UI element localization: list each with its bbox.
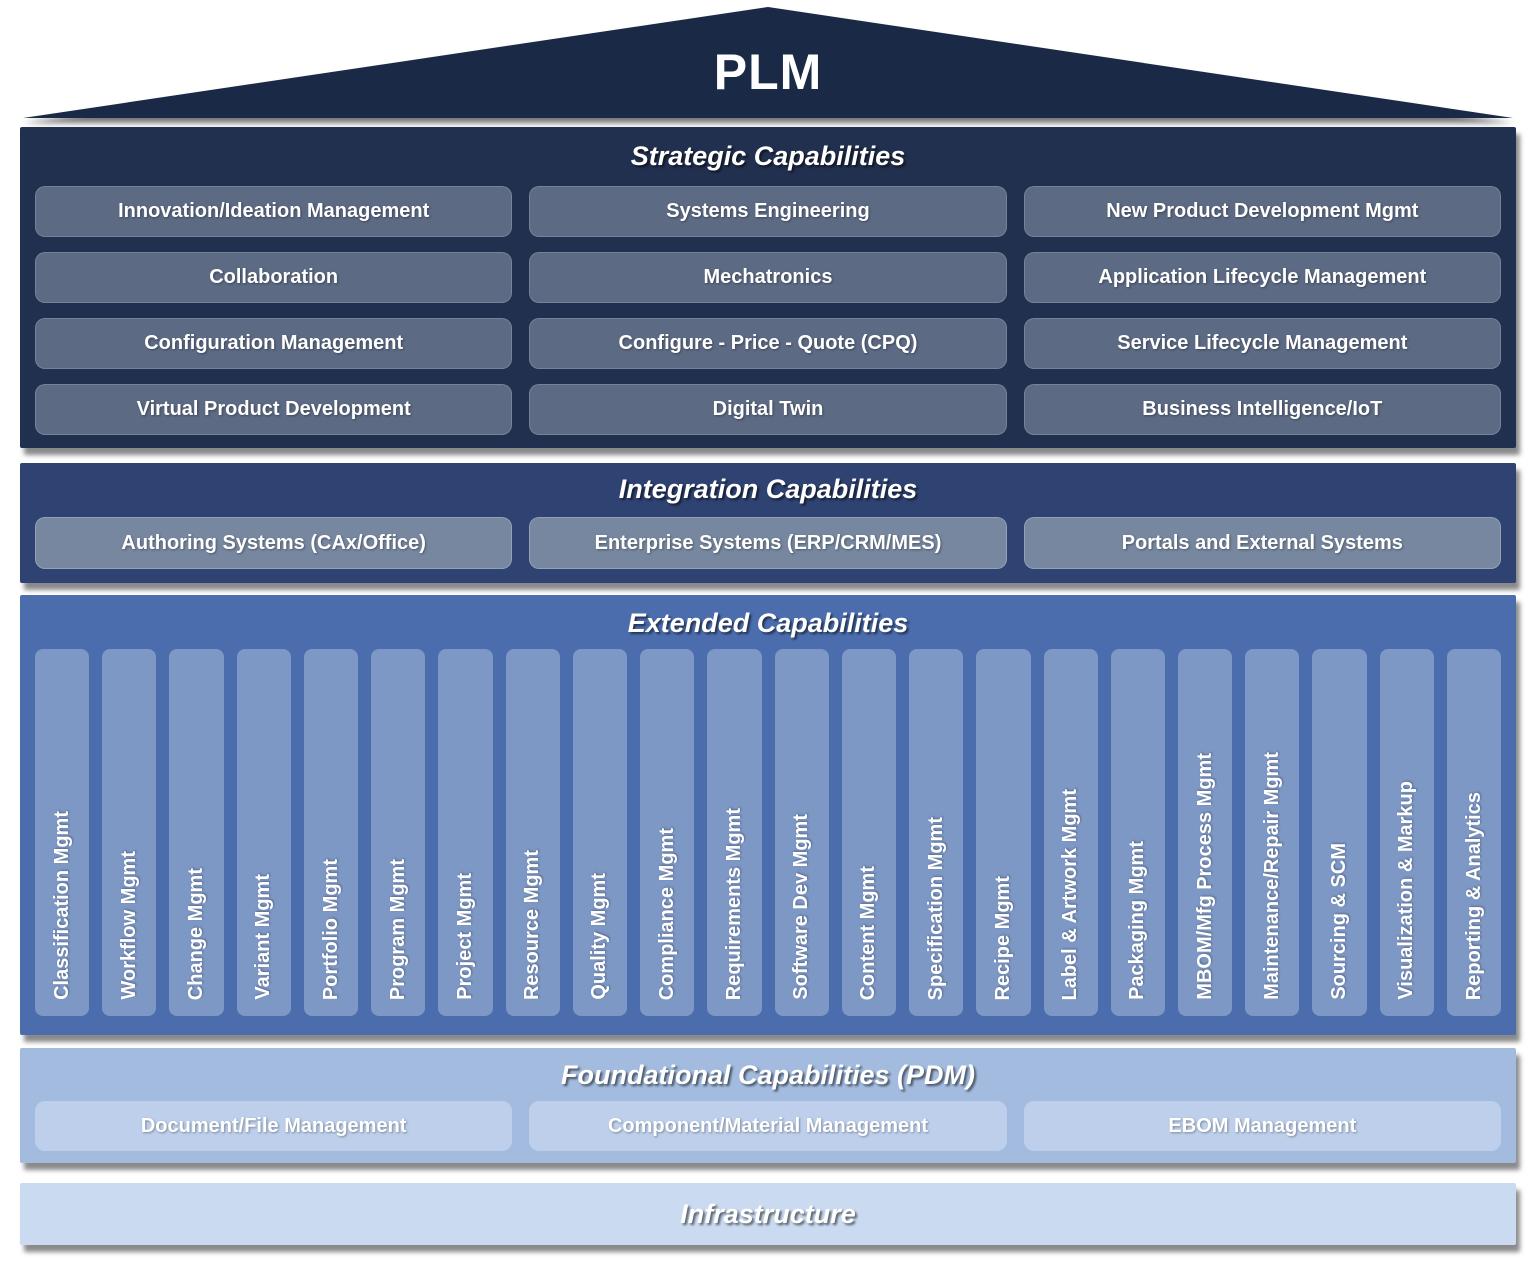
section-infrastructure: Infrastructure [20, 1183, 1516, 1245]
capability-column: Requirements Mgmt [707, 649, 762, 1016]
capability-box: Service Lifecycle Management [1023, 318, 1501, 369]
column-label: Portfolio Mgmt [319, 858, 342, 1000]
section-integration-capabilities: Integration Capabilities Authoring Syste… [20, 463, 1516, 583]
capability-column: Visualization & Markup [1379, 649, 1434, 1016]
capability-column: Recipe Mgmt [976, 649, 1031, 1016]
column-label: MBOM/Mfg Process Mgmt [1193, 753, 1216, 1000]
capability-column: Workflow Mgmt [102, 649, 157, 1016]
capability-column: Label & Artwork Mgmt [1043, 649, 1098, 1016]
column-label: Project Mgmt [454, 873, 477, 1000]
column-label: Resource Mgmt [521, 849, 544, 1000]
section-title: Integration Capabilities [618, 474, 918, 504]
column-label: Quality Mgmt [588, 873, 611, 1000]
capability-column: MBOM/Mfg Process Mgmt [1177, 649, 1233, 1016]
capability-box: Authoring Systems (CAx/Office) [35, 517, 513, 569]
capability-box: Configuration Management [35, 318, 513, 369]
capability-box: Enterprise Systems (ERP/CRM/MES) [529, 517, 1007, 569]
column-label: Workflow Mgmt [117, 851, 140, 1000]
integration-grid: Authoring Systems (CAx/Office) Enterpris… [35, 517, 1501, 569]
capability-column: Software Dev Mgmt [774, 649, 829, 1016]
capability-column: Specification Mgmt [909, 649, 964, 1016]
capability-column: Resource Mgmt [505, 649, 560, 1016]
capability-box: Application Lifecycle Management [1023, 252, 1501, 303]
foundational-grid: Document/File Management Component/Mater… [35, 1101, 1501, 1151]
capability-box: Digital Twin [529, 384, 1007, 435]
capability-box: Document/File Management [35, 1101, 513, 1151]
capability-box: Innovation/Ideation Management [35, 186, 513, 237]
column-label: Classification Mgmt [50, 811, 73, 1000]
capability-column: Content Mgmt [841, 649, 897, 1016]
capability-column: Quality Mgmt [572, 649, 628, 1016]
capability-column: Compliance Mgmt [640, 649, 695, 1016]
column-label: Maintenance/Repair Mgmt [1260, 752, 1283, 1000]
column-label: Sourcing & SCM [1328, 843, 1351, 1000]
capability-box: Component/Material Management [529, 1101, 1007, 1151]
capability-column: Maintenance/Repair Mgmt [1245, 649, 1300, 1016]
section-title: Strategic Capabilities [630, 141, 906, 171]
column-label: Requirements Mgmt [722, 807, 745, 1000]
capability-column: Sourcing & SCM [1312, 649, 1367, 1016]
capability-column: Packaging Mgmt [1110, 649, 1165, 1016]
capability-box: Portals and External Systems [1023, 517, 1501, 569]
section-title: Infrastructure [680, 1199, 856, 1229]
section-title: Extended Capabilities [627, 608, 909, 638]
column-label: Packaging Mgmt [1126, 841, 1149, 1000]
capability-column: Program Mgmt [371, 649, 426, 1016]
capability-box: Collaboration [35, 252, 513, 303]
capability-column: Project Mgmt [438, 649, 493, 1016]
section-extended-capabilities: Extended Capabilities Classification Mgm… [20, 595, 1516, 1035]
section-strategic-capabilities: Strategic Capabilities Innovation/Ideati… [20, 127, 1516, 448]
column-label: Change Mgmt [185, 867, 208, 1000]
capability-column: Classification Mgmt [35, 649, 90, 1016]
capability-column: Reporting & Analytics [1446, 649, 1502, 1016]
section-foundational-capabilities: Foundational Capabilities (PDM) Document… [20, 1048, 1516, 1163]
column-label: Program Mgmt [386, 858, 409, 1000]
capability-box: Configure - Price - Quote (CPQ) [529, 318, 1007, 369]
capability-column: Variant Mgmt [236, 649, 291, 1016]
capability-column: Portfolio Mgmt [303, 649, 359, 1016]
capability-box: EBOM Management [1023, 1101, 1501, 1151]
extended-columns: Classification Mgmt Workflow Mgmt Change… [35, 649, 1502, 1016]
diagram-title: PLM [713, 44, 823, 100]
column-label: Content Mgmt [857, 865, 880, 1000]
capability-column: Change Mgmt [169, 649, 224, 1016]
section-title: Foundational Capabilities (PDM) [560, 1060, 975, 1090]
capability-box: New Product Development Mgmt [1023, 186, 1501, 237]
column-label: Recipe Mgmt [991, 875, 1014, 1000]
capability-box: Virtual Product Development [35, 384, 513, 435]
column-label: Reporting & Analytics [1462, 791, 1485, 1000]
column-label: Software Dev Mgmt [790, 814, 813, 1000]
column-label: Visualization & Markup [1395, 781, 1418, 1000]
capability-box: Business Intelligence/IoT [1023, 384, 1501, 435]
column-label: Compliance Mgmt [655, 827, 678, 1000]
column-label: Variant Mgmt [252, 874, 275, 1000]
roof-triangle: PLM [23, 7, 1513, 118]
column-label: Specification Mgmt [924, 816, 947, 1000]
strategic-grid: Innovation/Ideation Management Systems E… [35, 186, 1501, 435]
column-label: Label & Artwork Mgmt [1059, 788, 1082, 1001]
plm-roof: PLM [23, 7, 1513, 118]
capability-box: Systems Engineering [529, 186, 1007, 237]
capability-box: Mechatronics [529, 252, 1007, 303]
